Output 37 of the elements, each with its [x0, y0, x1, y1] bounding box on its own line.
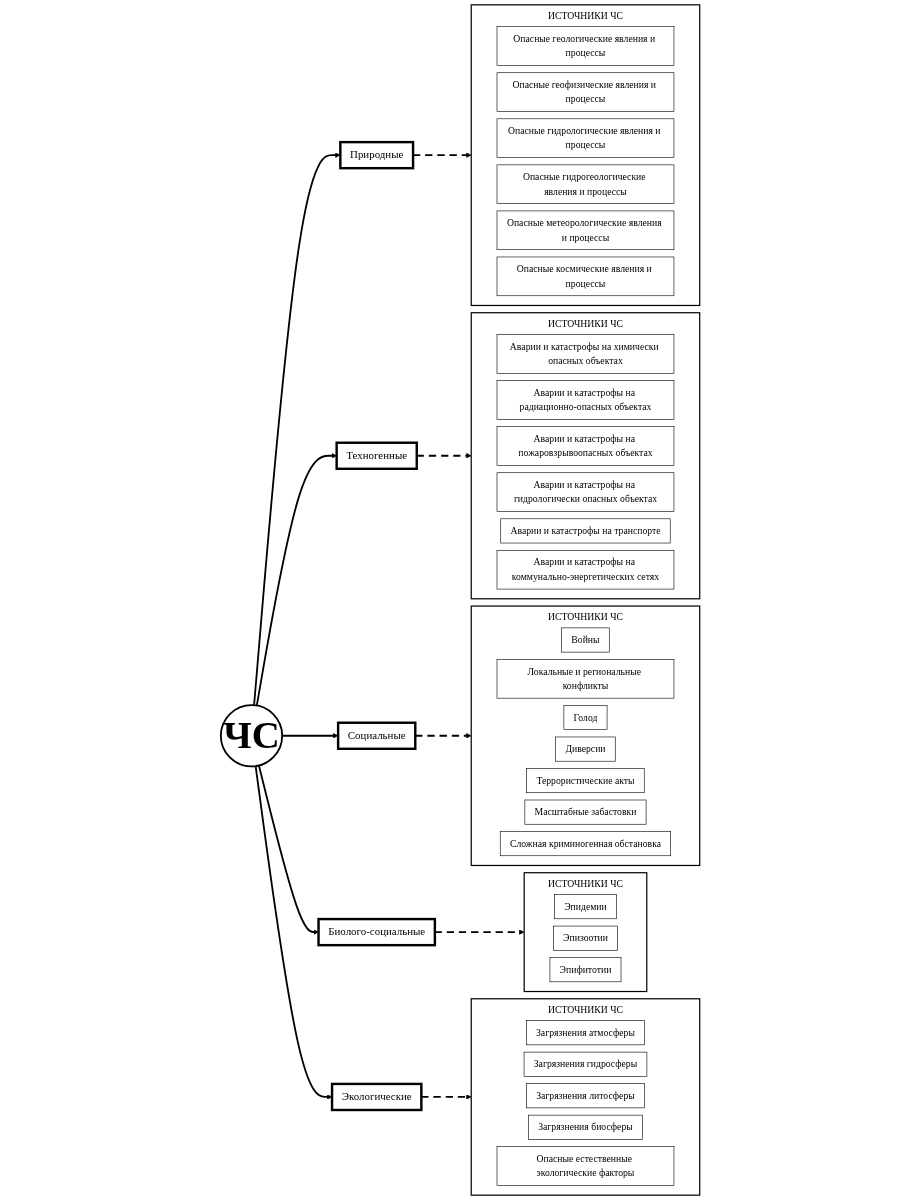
node-box: Загрязнения атмосферы [525, 1020, 645, 1046]
arrow [252, 152, 341, 707]
node-box: Экологические [330, 1082, 423, 1112]
node-box: Голод [563, 705, 608, 730]
node-box: Войны [561, 627, 610, 653]
node-box: Аварии и катастрофы на гидрологически опасных объектах [496, 472, 674, 512]
arrow [257, 764, 319, 935]
node-box: Аварии и катастрофы на радиационно-опасных объектах [496, 380, 674, 420]
node-box: Аварии и катастрофы на коммунально-энергетических сетях [496, 550, 674, 590]
node-box: Локальные и региональные конфликты [496, 659, 674, 699]
arrow [254, 765, 332, 1100]
node-box: Опасные гидрологические явления и процессы [496, 118, 674, 158]
node-box: Опасные космические явления и процессы [496, 256, 674, 297]
node-box: Аварии и катастрофы на пожаровзрывоопасных объектах [496, 426, 674, 466]
node-box: Опасные метеорологические явления и процессы [496, 210, 674, 250]
node-circle: ЧС [219, 704, 283, 768]
node-box: Аварии и катастрофы на транспорте [500, 518, 671, 544]
node-box: Биолого-социальные [317, 917, 436, 947]
node-box: Опасные гидрогеологические явления и процессы [496, 164, 674, 204]
node-box: Опасные геологические явления и процессы [496, 26, 674, 66]
arrow [255, 453, 337, 707]
node-box: Эпизоотии [552, 925, 618, 951]
node-box: Загрязнения гидросферы [523, 1051, 647, 1077]
node-box: Социальные [336, 721, 417, 750]
node-box: Аварии и катастрофы на химически опасных объектах [496, 334, 674, 374]
node-box: Опасные естественные экологические факторы [496, 1146, 674, 1186]
node-box: Загрязнения литосферы [525, 1083, 645, 1109]
node-box: Техногенные [335, 441, 418, 470]
node-box: Эпифитотии [549, 957, 622, 983]
node-box: Природные [338, 140, 414, 170]
node-box: Опасные геофизические явления и процессы [496, 72, 674, 112]
node-box: Террористические акты [526, 768, 645, 794]
node-box: Диверсии [555, 736, 616, 762]
node-box: Сложная криминогенная обстановка [499, 831, 671, 857]
node-box: Загрязнения биосферы [527, 1114, 643, 1140]
node-box: Эпидемии [553, 894, 617, 920]
node-box: Масштабные забастовки [524, 799, 647, 825]
